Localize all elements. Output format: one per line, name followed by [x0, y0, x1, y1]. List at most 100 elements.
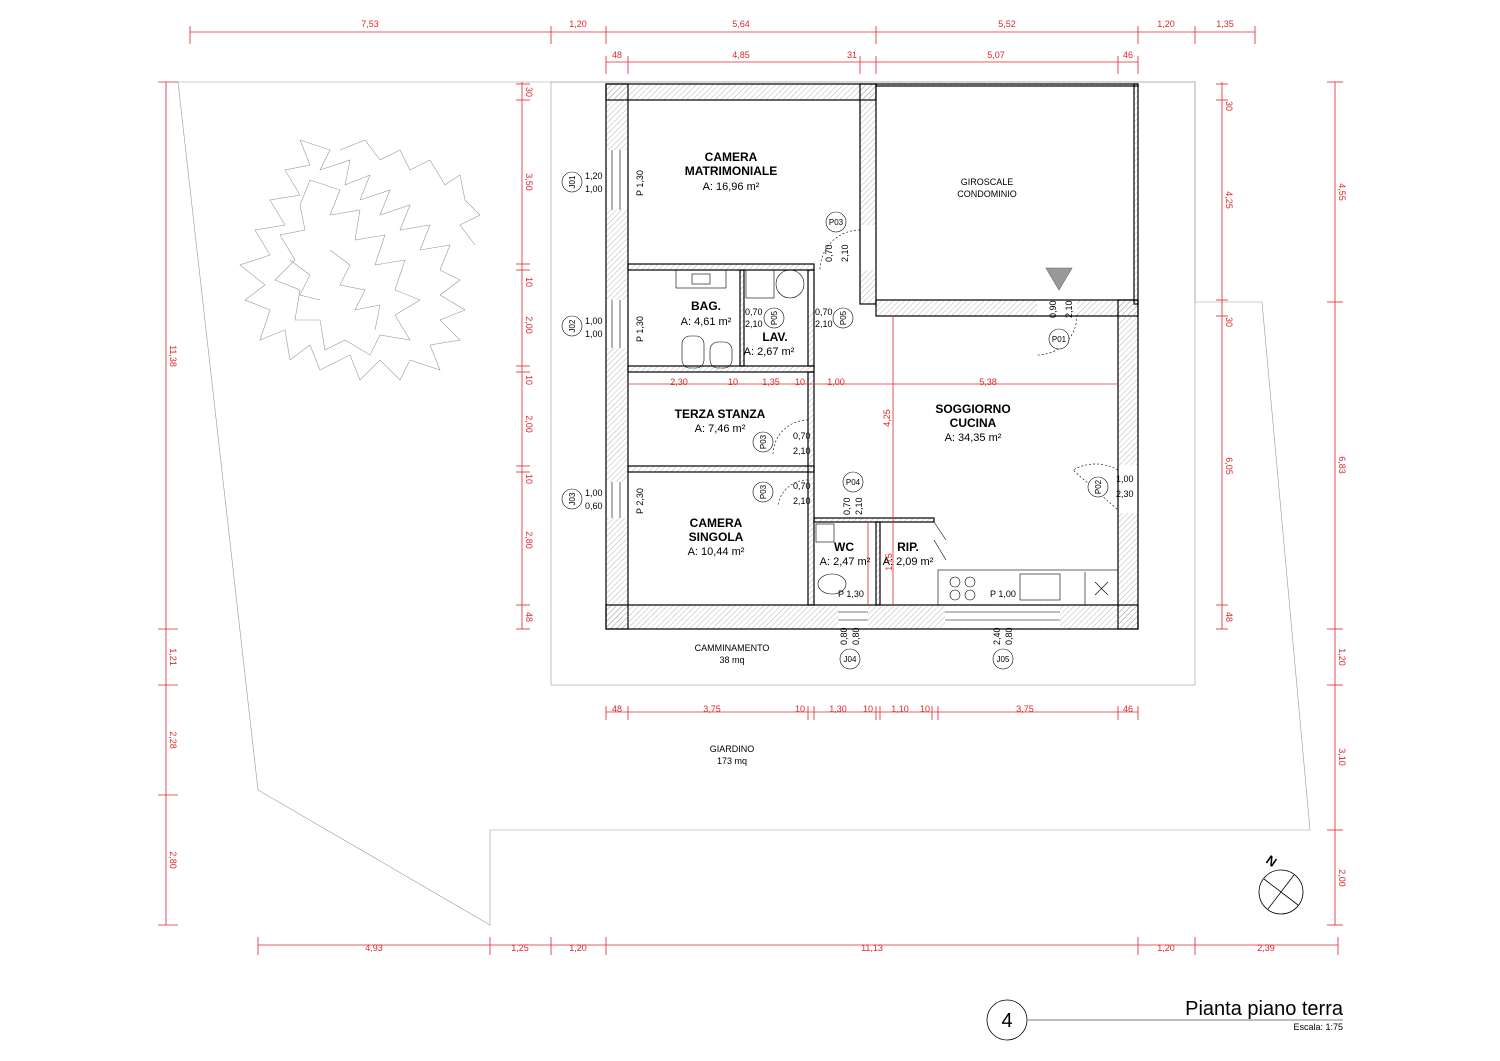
room-giroscale: GIROSCALE CONDOMINIO	[957, 177, 1017, 199]
svg-text:2,30: 2,30	[1116, 489, 1134, 499]
door-p01: P01 0,90 2,10	[1048, 300, 1074, 350]
dim-label: 4,25	[882, 409, 892, 427]
svg-text:0,70: 0,70	[793, 481, 811, 491]
svg-text:2,10: 2,10	[793, 496, 811, 506]
window-j05: J05 2,40 0,80 P 1,00	[990, 589, 1016, 670]
svg-text:A: 7,46 m²: A: 7,46 m²	[695, 423, 746, 435]
dim-label: 5,52	[998, 19, 1016, 29]
svg-text:BAG.: BAG.	[691, 299, 721, 313]
svg-text:0,60: 0,60	[585, 501, 603, 511]
room-ripostiglio: RIP. A: 2,09 m²	[883, 540, 934, 568]
room-terza: TERZA STANZA A: 7,46 m²	[675, 407, 766, 435]
svg-text:A: 2,67 m²: A: 2,67 m²	[744, 346, 795, 358]
dim-label: 2,28	[168, 731, 178, 749]
svg-text:P01: P01	[1052, 335, 1067, 344]
window-j04: J04 0,80 0,80 P 1,30	[838, 589, 864, 670]
dim-label: 30	[524, 87, 534, 97]
svg-text:0,80: 0,80	[839, 627, 849, 645]
svg-text:0,70: 0,70	[745, 307, 763, 317]
tree-symbol	[239, 139, 481, 381]
svg-text:J03: J03	[568, 492, 577, 505]
drawing-title: Pianta piano terra	[1185, 998, 1344, 1020]
svg-text:1,00: 1,00	[585, 316, 603, 326]
dims-bottom2: 4,93 1,25 1,20 11,13 1,20 2,39	[365, 943, 1275, 953]
room-singola: CAMERA SINGOLA A: 10,44 m²	[688, 516, 745, 558]
svg-text:P02: P02	[1094, 479, 1103, 494]
svg-text:2,10: 2,10	[840, 244, 850, 262]
svg-text:2,40: 2,40	[992, 627, 1002, 645]
svg-text:P05: P05	[839, 310, 848, 325]
dim-label: 10	[728, 377, 738, 387]
svg-text:J05: J05	[997, 655, 1010, 664]
door-p05b: P05 0,70 2,10	[815, 307, 854, 329]
svg-text:2,10: 2,10	[745, 319, 763, 329]
dim-label: 2,00	[1337, 869, 1347, 887]
dim-label: 48	[1224, 612, 1234, 622]
dim-label: 1,10	[891, 704, 909, 714]
dim-label: 46	[1123, 50, 1133, 60]
dim-label: 1,20	[1337, 648, 1347, 666]
site-boundary	[177, 81, 1311, 926]
svg-text:0,80: 0,80	[851, 627, 861, 645]
dims-left-inner: 30 3,50 10 2,00 10 2,00 10 2,80 48	[524, 87, 534, 622]
svg-text:CONDOMINIO: CONDOMINIO	[957, 189, 1017, 199]
svg-text:P04: P04	[846, 478, 861, 487]
svg-text:CUCINA: CUCINA	[950, 416, 997, 430]
dim-label: 1,20	[1157, 943, 1175, 953]
dim-label: 10	[863, 704, 873, 714]
door-p05a: P05 0,70 2,10	[745, 307, 785, 329]
dims-right-outer: 4,55 6,83 1,20 3,10 2,00	[1337, 183, 1347, 887]
svg-text:SOGGIORNO: SOGGIORNO	[935, 402, 1010, 416]
dims-top1: 7,53 1,20 5,64 5,52 1,20 1,35	[361, 19, 1234, 29]
svg-text:P 1,00: P 1,00	[990, 589, 1016, 599]
room-wc: WC A: 2,47 m²	[820, 540, 871, 568]
dim-label: 30	[1224, 317, 1234, 327]
svg-text:A: 2,47 m²: A: 2,47 m²	[820, 556, 871, 568]
sheet-number: 4	[1001, 1010, 1012, 1032]
dim-label: 10	[524, 474, 534, 484]
dim-label: 48	[524, 612, 534, 622]
dim-label: 1,75	[884, 553, 894, 571]
dim-label: 30	[1224, 101, 1234, 111]
svg-text:38 mq: 38 mq	[719, 655, 744, 665]
dim-label: 11,38	[168, 345, 178, 367]
window-j03: J03 1,00 0,60 P 2,30	[561, 488, 645, 514]
window-j01: J01 1,20 1,00 P 1,30	[561, 170, 645, 196]
drawing-scale: Escala: 1:75	[1293, 1022, 1343, 1032]
svg-text:P03: P03	[759, 434, 768, 449]
svg-text:0,70: 0,70	[793, 431, 811, 441]
svg-text:A: 10,44 m²: A: 10,44 m²	[688, 546, 745, 558]
svg-text:J01: J01	[568, 175, 577, 188]
dim-label: 7,53	[361, 19, 379, 29]
dim-label: 5,38	[979, 377, 997, 387]
dim-label: 1,21	[168, 648, 178, 666]
dim-label: 1,20	[569, 19, 587, 29]
dims-bottom1: 48 3,75 10 1,30 10 1,10 10 3,75 46	[612, 704, 1133, 714]
dim-label: 4,25	[1224, 191, 1234, 209]
svg-text:1,20: 1,20	[585, 171, 603, 181]
door-p02: P02 1,00 2,30	[1087, 474, 1134, 499]
svg-text:1,00: 1,00	[1116, 474, 1134, 484]
dim-label: 4,93	[365, 943, 383, 953]
svg-text:J04: J04	[844, 655, 857, 664]
svg-text:J02: J02	[568, 319, 577, 332]
svg-text:SINGOLA: SINGOLA	[689, 530, 744, 544]
svg-text:2,10: 2,10	[815, 319, 833, 329]
svg-text:0,90: 0,90	[1048, 300, 1058, 318]
dim-label: 3,75	[1016, 704, 1034, 714]
dim-label: 3,10	[1337, 748, 1347, 766]
area-giardino: GIARDINO 173 mq	[710, 744, 755, 766]
dim-label: 4,85	[732, 50, 750, 60]
dim-label: 1,00	[827, 377, 845, 387]
svg-text:A: 4,61 m²: A: 4,61 m²	[681, 316, 732, 328]
svg-text:P03: P03	[829, 218, 844, 227]
svg-text:A: 16,96 m²: A: 16,96 m²	[703, 181, 760, 193]
dim-label: 1,25	[511, 943, 529, 953]
dim-label: 48	[612, 704, 622, 714]
dims-right-inner: 30 4,25 30 6,05 48	[1224, 101, 1234, 622]
dim-label: 5,64	[732, 19, 750, 29]
window-j02: J02 1,00 1,00 P 1,30	[561, 315, 645, 342]
dim-label: 3,75	[703, 704, 721, 714]
door-p03c: P03 0,70 2,10	[752, 481, 811, 506]
